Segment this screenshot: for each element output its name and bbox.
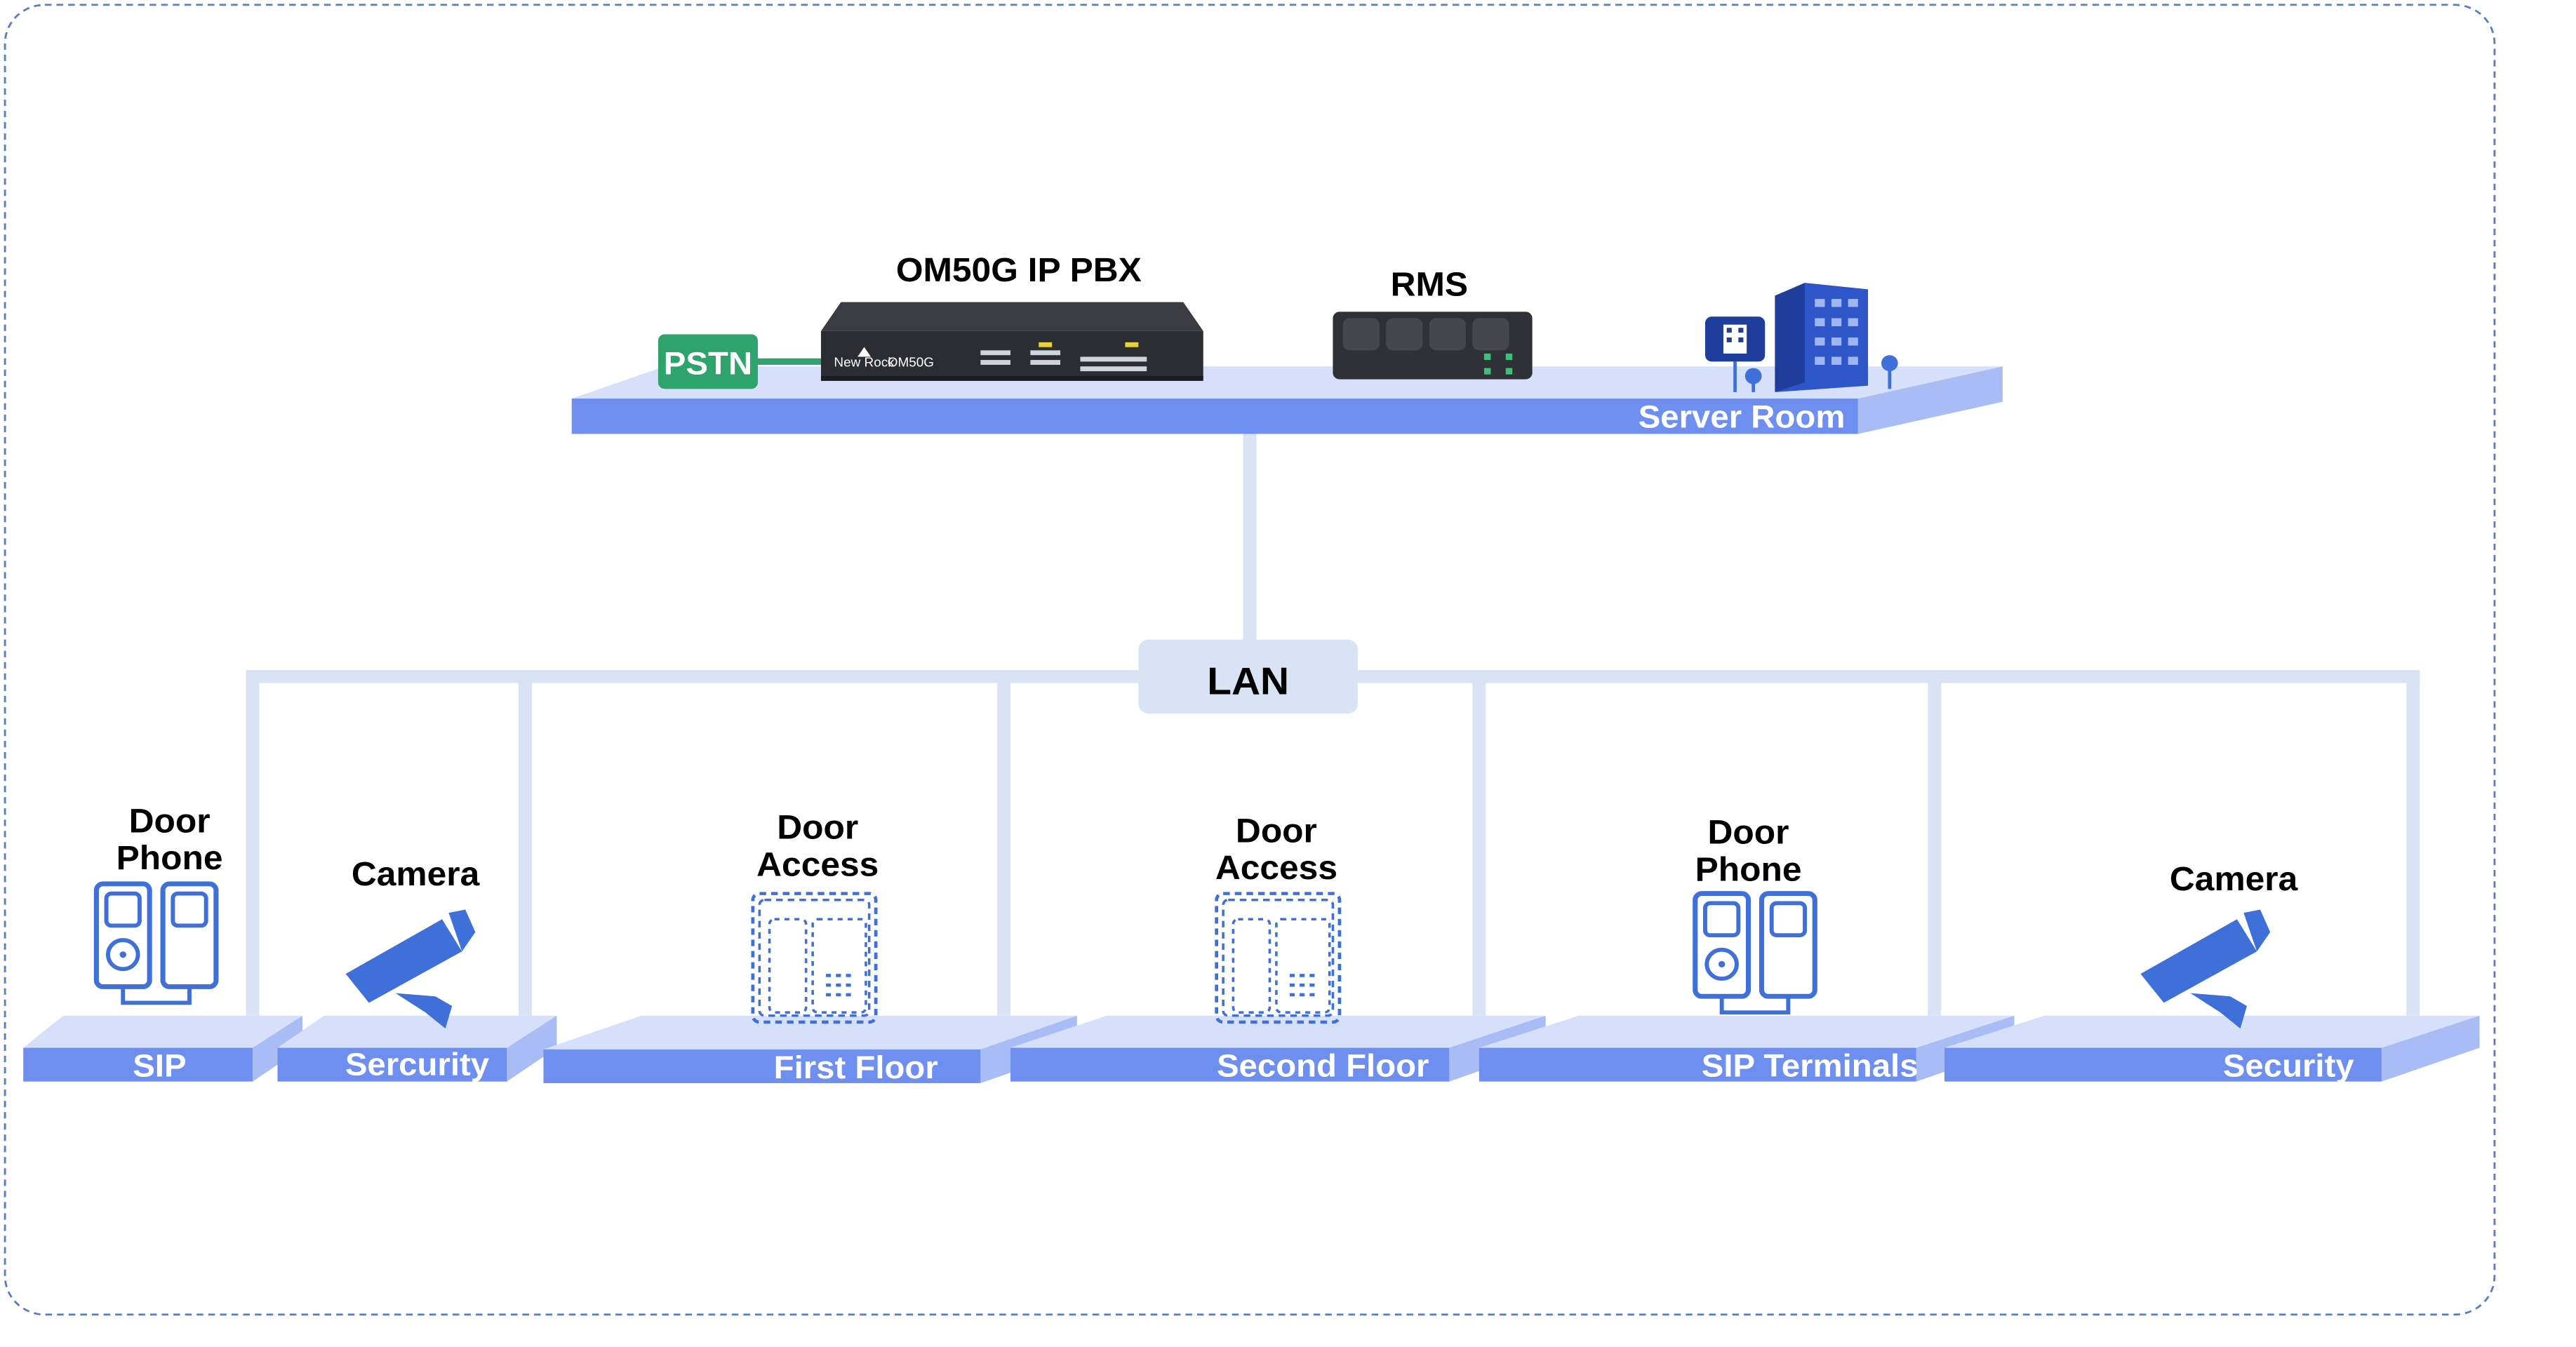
lan-links <box>246 434 2420 1016</box>
platform-label: Sercurity <box>345 1046 489 1082</box>
device-label-line1: Door <box>129 803 211 840</box>
zone-security: Security Camera <box>1944 861 2480 1084</box>
ip-pbx-device: New Rock OM50G <box>820 302 1203 381</box>
zone-sercurity: Sercurity Camera <box>277 856 557 1082</box>
device-label-line1: Door <box>1708 814 1789 851</box>
pbx-label: OM50G IP PBX <box>896 252 1142 289</box>
device-label-line2: Access <box>756 846 879 883</box>
door-phone-icon <box>1695 894 1815 1013</box>
diagram-frame <box>4 4 2496 1316</box>
zone-first-floor: First Floor Door Access <box>543 809 1077 1085</box>
rms-device <box>1333 311 1533 380</box>
office-building-icon <box>1704 283 1898 392</box>
door-access-icon <box>1217 894 1340 1022</box>
rms-label: RMS <box>1391 266 1468 303</box>
pstn-label: PSTN <box>664 345 752 381</box>
door-phone-icon <box>96 884 216 1003</box>
pbx-brand: New Rock <box>834 355 895 370</box>
zone-second-floor: Second Floor Door Access <box>1010 812 1546 1084</box>
pstn-trunk: PSTN <box>658 334 827 389</box>
security-camera-icon <box>345 909 476 1029</box>
device-label-line2: Phone <box>116 840 223 877</box>
server-room-label: Server Room <box>1639 398 1846 434</box>
door-access-icon <box>753 894 876 1022</box>
lan-label: LAN <box>1207 659 1289 702</box>
device-label-line1: Door <box>1236 812 1317 850</box>
platform-label: Second Floor <box>1217 1047 1429 1083</box>
platform-label: SIP <box>133 1047 186 1083</box>
lan-switch: LAN <box>1138 639 1358 714</box>
device-label-line2: Phone <box>1695 851 1802 888</box>
device-label-line1: Door <box>777 809 858 846</box>
platform-label: SIP Terminals <box>1702 1047 1918 1083</box>
security-camera-icon <box>2140 909 2271 1029</box>
pbx-model: OM50G <box>888 355 934 370</box>
device-label-line2: Access <box>1215 850 1337 887</box>
platform-label: Security <box>2223 1047 2354 1083</box>
device-label: Camera <box>352 856 480 893</box>
platform-label: First Floor <box>774 1050 938 1085</box>
device-label: Camera <box>2170 861 2298 898</box>
zone-sip: SIP Door Phone <box>23 803 303 1084</box>
zone-sip-terminals: SIP Terminals Door Phone <box>1479 814 2015 1084</box>
